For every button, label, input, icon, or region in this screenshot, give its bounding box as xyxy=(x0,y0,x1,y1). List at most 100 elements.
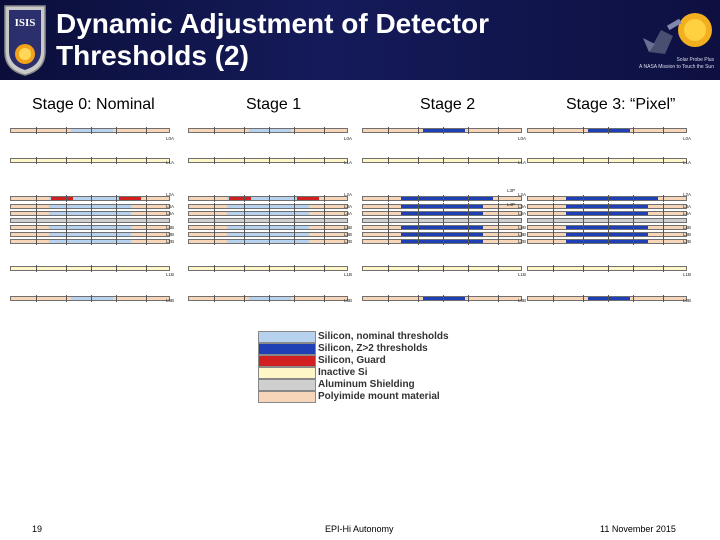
mount-tick xyxy=(608,195,609,202)
mount-tick xyxy=(244,265,245,272)
mount-tick xyxy=(244,231,245,238)
mount-tick xyxy=(146,203,147,210)
mount-tick xyxy=(214,127,215,134)
detector-layer-bar xyxy=(527,217,687,224)
mount-tick xyxy=(443,224,444,231)
mount-tick xyxy=(269,265,270,272)
mount-tick xyxy=(66,231,67,238)
mount-tick xyxy=(91,217,92,224)
detector-layer-bar xyxy=(10,217,170,224)
legend-label: Inactive Si xyxy=(318,367,368,378)
mount-tick xyxy=(583,203,584,210)
mount-tick xyxy=(324,210,325,217)
layer-label: L1A xyxy=(344,160,353,165)
mount-tick xyxy=(583,265,584,272)
mount-tick xyxy=(498,203,499,210)
layer-label: L0A xyxy=(344,136,353,141)
mount-tick xyxy=(324,127,325,134)
mount-tick xyxy=(418,238,419,245)
mount-tick xyxy=(608,127,609,134)
mount-tick xyxy=(116,295,117,302)
mount-tick xyxy=(36,210,37,217)
layer-label: L2B xyxy=(344,239,353,244)
mount-tick xyxy=(388,265,389,272)
mount-tick xyxy=(91,127,92,134)
mount-tick xyxy=(553,238,554,245)
mount-tick xyxy=(443,210,444,217)
outer-layer-segment xyxy=(423,129,465,132)
legend-label: Silicon, Guard xyxy=(318,355,386,366)
footer-title: EPI-Hi Autonomy xyxy=(325,524,394,534)
mount-tick xyxy=(269,210,270,217)
mount-tick xyxy=(583,157,584,164)
mount-tick xyxy=(116,217,117,224)
mount-tick xyxy=(468,195,469,202)
layer-label: L0A xyxy=(683,136,692,141)
active-silicon-segment xyxy=(401,197,483,200)
mount-tick xyxy=(36,203,37,210)
mount-tick xyxy=(294,231,295,238)
detector-layer-bar xyxy=(10,224,170,231)
detector-layer-bar xyxy=(362,231,522,238)
layer-label: L2A xyxy=(344,192,353,197)
mount-tick xyxy=(468,231,469,238)
mount-tick xyxy=(633,203,634,210)
mount-tick xyxy=(116,224,117,231)
mount-tick xyxy=(633,217,634,224)
mount-tick xyxy=(294,217,295,224)
mount-tick xyxy=(498,195,499,202)
detector-layer-bar xyxy=(10,238,170,245)
guard-segment xyxy=(119,197,141,200)
mount-tick xyxy=(583,295,584,302)
mount-tick xyxy=(388,238,389,245)
mount-tick xyxy=(633,238,634,245)
guard-segment xyxy=(471,197,493,200)
mount-tick xyxy=(146,195,147,202)
outer-layer-segment xyxy=(588,297,630,300)
guard-segment xyxy=(568,197,590,200)
detector-layer-bar xyxy=(362,265,522,272)
guard-segment xyxy=(403,197,425,200)
mount-tick xyxy=(553,217,554,224)
mount-tick xyxy=(468,238,469,245)
mount-tick xyxy=(443,217,444,224)
detector-layer-bar xyxy=(362,295,522,302)
mount-tick xyxy=(244,195,245,202)
mount-tick xyxy=(324,195,325,202)
layer-label: L1A xyxy=(518,160,527,165)
mount-tick xyxy=(468,265,469,272)
detector-layer-bar xyxy=(188,224,348,231)
mount-tick xyxy=(214,157,215,164)
mount-tick xyxy=(66,203,67,210)
guard-segment xyxy=(51,197,73,200)
mount-tick xyxy=(91,210,92,217)
mount-tick xyxy=(269,238,270,245)
guard-segment xyxy=(636,197,658,200)
mount-tick xyxy=(116,210,117,217)
mount-tick xyxy=(324,265,325,272)
active-silicon-segment xyxy=(401,212,483,215)
mount-tick xyxy=(324,157,325,164)
mount-tick xyxy=(663,224,664,231)
mount-tick xyxy=(66,157,67,164)
mount-tick xyxy=(443,127,444,134)
solar-probe-logo-icon xyxy=(643,13,712,54)
layer-label: L1B xyxy=(518,272,527,277)
layer-label: L4P xyxy=(507,202,516,207)
mount-tick xyxy=(91,295,92,302)
mount-tick xyxy=(66,210,67,217)
mount-tick xyxy=(146,217,147,224)
mount-tick xyxy=(116,203,117,210)
mount-tick xyxy=(608,224,609,231)
mount-tick xyxy=(36,157,37,164)
outer-layer-segment xyxy=(249,129,291,132)
detector-layer-bar xyxy=(362,224,522,231)
mount-tick xyxy=(553,231,554,238)
mount-tick xyxy=(66,238,67,245)
legend-swatch xyxy=(258,355,316,367)
mount-tick xyxy=(91,203,92,210)
title-line-1: Dynamic Adjustment of Detector xyxy=(56,8,490,39)
mount-tick xyxy=(36,231,37,238)
mount-tick xyxy=(418,203,419,210)
layer-label: L4A xyxy=(518,211,527,216)
